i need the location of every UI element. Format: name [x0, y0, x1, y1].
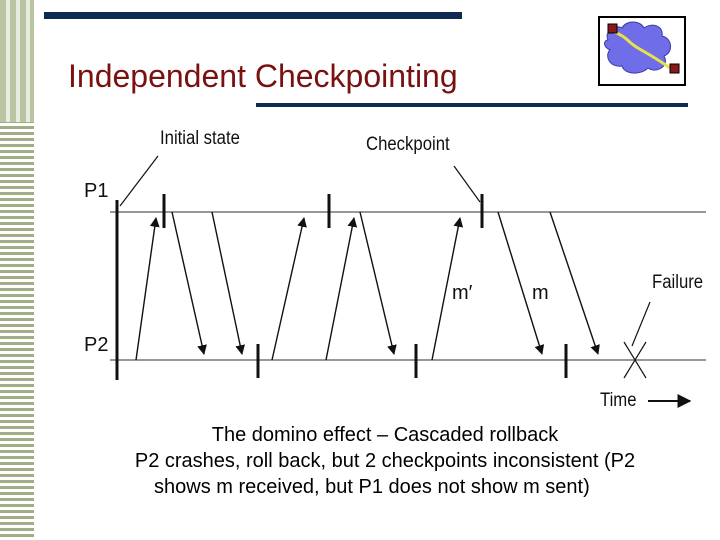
checkpoint-callout [453, 165, 481, 203]
message-p1-to-p2-2 [211, 211, 245, 355]
left-decorative-stripes [0, 0, 34, 540]
left-stripe-block [0, 0, 34, 122]
p1-label: P1 [84, 180, 109, 202]
message-p2-to-p1-2 [271, 217, 307, 361]
message-m-prime [431, 217, 464, 361]
domino-effect-diagram: Initial state Checkpoint P1 P2 m′ m Fail… [80, 122, 706, 420]
p2-label: P2 [84, 334, 109, 356]
message-p1-to-p2-3 [359, 211, 397, 355]
failure-callout [631, 301, 651, 347]
initial-state-label: Initial state [160, 128, 240, 149]
message-m [549, 211, 600, 355]
failure-mark-b [623, 341, 647, 379]
failure-label: Failure [652, 272, 704, 293]
caption-line-3: shows m received, but P1 does not show m… [154, 476, 590, 498]
caption-line-2: P2 crashes, roll back, but 2 checkpoints… [134, 450, 636, 472]
message-p1-to-p2-1 [171, 211, 207, 355]
initial-state-callout [119, 155, 159, 207]
network-logo [598, 16, 686, 86]
time-label: Time [600, 390, 637, 411]
network-cloud-icon [604, 21, 680, 74]
message-p2-to-p1-3 [325, 217, 358, 361]
m-label: m [532, 282, 549, 304]
m-prime-label: m′ [452, 282, 473, 304]
message-p2-to-p1-1 [135, 217, 160, 361]
diagram-canvas [110, 155, 706, 408]
title-underline-rule [256, 103, 688, 107]
checkpoint-label: Checkpoint [366, 134, 450, 155]
message-p1-to-p2-4 [497, 211, 545, 355]
slide-title: Independent Checkpointing [68, 58, 458, 94]
slide-caption: The domino effect – Cascaded rollback P2… [80, 422, 690, 500]
caption-line-1: The domino effect – Cascaded rollback [211, 424, 559, 446]
top-rule [44, 12, 462, 19]
